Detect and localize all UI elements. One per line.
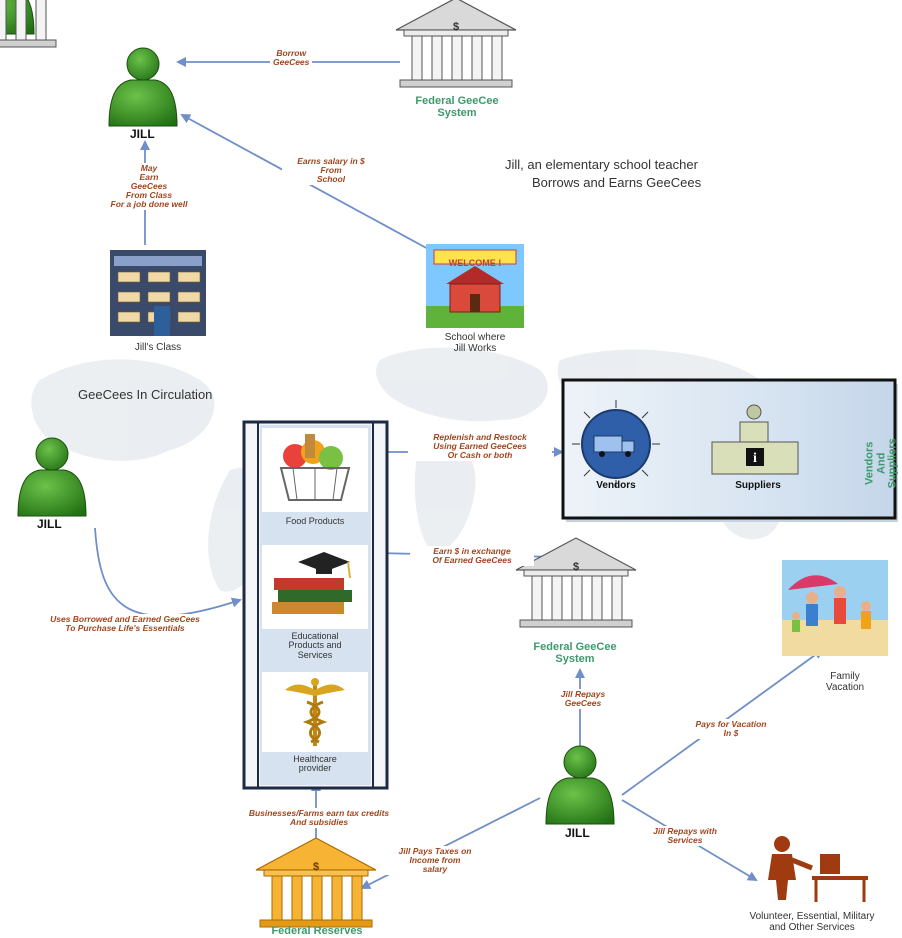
label-uses: Uses Borrowed and Earned GeeCees To Purc… [22,614,228,634]
person-icon-jill-bottom [545,745,615,825]
jill-left-name: JILL [37,517,62,531]
federal-mid-label: Federal GeeCee System [533,641,617,665]
label-replenish: Replenish and Restock Using Earned GeeCe… [408,432,552,461]
label-pays-vacation: Pays for Vacation In $ [680,719,782,739]
label-earn-class: May Earn GeeCees From Class For a job do… [106,163,192,210]
arrow-jill-to-store [94,527,242,617]
beach-family-icon [782,560,888,656]
headline-line-2: Borrows and Earns GeeCees [532,175,702,190]
label-repays-geecees: Jill Repays GeeCees [548,689,618,709]
caduceus-icon [285,678,345,746]
school-caption: School where Jill Works [444,332,506,354]
services-caption: Volunteer, Essential, Military and Other… [749,911,875,933]
label-borrow: Borrow GeeCees [270,48,313,68]
label-taxes: Jill Pays Taxes on Income from salary [384,846,486,875]
family-caption: Family Vacation [825,671,865,693]
bank-building-icon [0,0,57,48]
person-icon-jill-top [108,47,178,127]
dollar-sign-mid: $ [573,561,579,573]
dollar-sign-top: $ [453,21,459,33]
school-house-icon [426,244,524,328]
headline-line-1: Jill, an elementary school teacher [505,157,698,172]
vendors-vertical-caption: Vendors And Suppliers [863,438,899,489]
food-caption: Food Products [285,516,345,526]
suppliers-caption: Suppliers [735,480,781,491]
jill-bottom-name: JILL [565,826,590,840]
books-graduation-cap-icon [272,552,352,614]
label-earn-exchange: Earn $ in exchange Of Earned GeeCees [410,546,534,566]
bank-icon-federal-reserves [255,837,377,928]
vendors-caption: Vendors [596,480,636,491]
label-tax-credits: Businesses/Farms earn tax credits And su… [218,808,420,828]
delivery-truck-icon [572,400,660,488]
section-title: GeeCees In Circulation [78,387,213,402]
federal-top-label: Federal GeeCee System [415,95,499,119]
jill-top-name: JILL [130,127,155,141]
label-earn-salary: Earns salary in $ From School [282,156,380,185]
education-caption: Educational Products and Services [288,631,342,660]
volunteer-worker-icon [768,836,868,902]
supplier-desk-icon: i [711,404,799,475]
svg-text:i: i [753,451,757,466]
school-sign-text: WELCOME ! [449,258,502,268]
classroom-icon [110,250,206,336]
federal-reserves-label: Federal Reserves [271,925,363,937]
class-caption: Jill's Class [134,342,182,353]
bank-icon-federal-mid [515,537,637,628]
bank-icon-federal-top [395,0,517,88]
label-repays-services: Jill Repays with Services [642,826,728,846]
grocery-basket-icon [279,434,351,501]
healthcare-caption: Healthcare provider [293,754,337,774]
dollar-sign-reserves: $ [313,861,319,873]
